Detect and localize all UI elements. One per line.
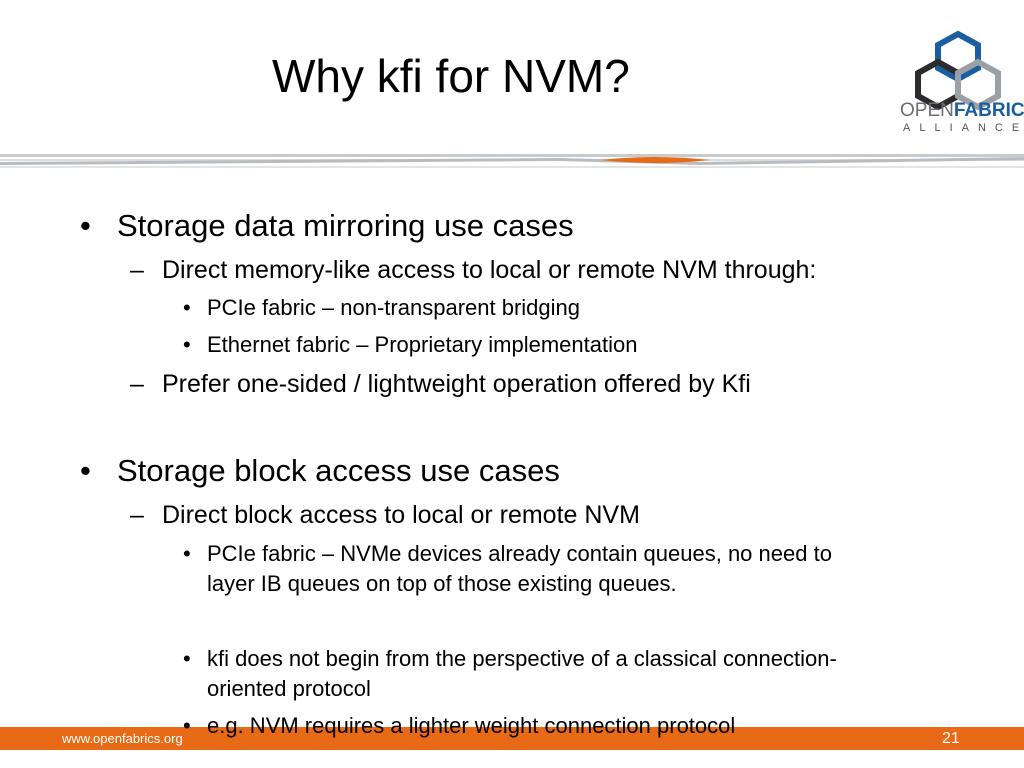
bullet-marker: • bbox=[80, 208, 91, 243]
openfabrics-logo-icon bbox=[915, 30, 1001, 111]
sub-prefer-one-sided: Prefer one-sided / lightweight operation… bbox=[162, 370, 751, 398]
slide-title: Why kfi for NVM? bbox=[272, 50, 630, 102]
bullet-marker: • bbox=[80, 453, 91, 488]
logo-wordmark: OPENFABRICS bbox=[900, 100, 1024, 122]
logo-alliance: ALLIANCE bbox=[903, 122, 1024, 134]
dash-marker: – bbox=[130, 501, 144, 529]
bullet-marker: • bbox=[183, 646, 191, 671]
bullet-marker: • bbox=[183, 541, 191, 566]
subsub-nvm-lighter: e.g. NVM requires a lighter weight conne… bbox=[207, 713, 736, 738]
subsub-kfi-connection-line1: kfi does not begin from the perspective … bbox=[207, 646, 837, 671]
bullet-marker: • bbox=[183, 295, 191, 320]
dash-marker: – bbox=[130, 370, 144, 398]
bullet-storage-block: Storage block access use cases bbox=[117, 453, 560, 488]
dash-marker: – bbox=[130, 256, 144, 284]
subsub-pcie-nvme-line2: layer IB queues on top of those existing… bbox=[207, 571, 677, 596]
sub-direct-block: Direct block access to local or remote N… bbox=[162, 501, 640, 529]
footer-bar bbox=[0, 727, 1024, 750]
sub-direct-memory: Direct memory-like access to local or re… bbox=[162, 256, 817, 284]
subsub-ethernet: Ethernet fabric – Proprietary implementa… bbox=[207, 332, 638, 357]
slide-number: 21 bbox=[942, 730, 960, 747]
subsub-pcie-nvme-line1: PCIe fabric – NVMe devices already conta… bbox=[207, 541, 832, 566]
subsub-kfi-connection-line2: oriented protocol bbox=[207, 676, 371, 701]
logo-word-fabrics: FABRICS bbox=[953, 100, 1024, 121]
header-divider bbox=[0, 154, 1024, 168]
bullet-marker: • bbox=[183, 332, 191, 357]
bullet-marker: • bbox=[183, 713, 191, 738]
subsub-pcie-ntb: PCIe fabric – non-transparent bridging bbox=[207, 295, 580, 320]
logo-word-open: OPEN bbox=[900, 100, 954, 121]
footer-url[interactable]: www.openfabrics.org bbox=[62, 731, 183, 746]
bullet-storage-mirroring: Storage data mirroring use cases bbox=[117, 208, 574, 243]
